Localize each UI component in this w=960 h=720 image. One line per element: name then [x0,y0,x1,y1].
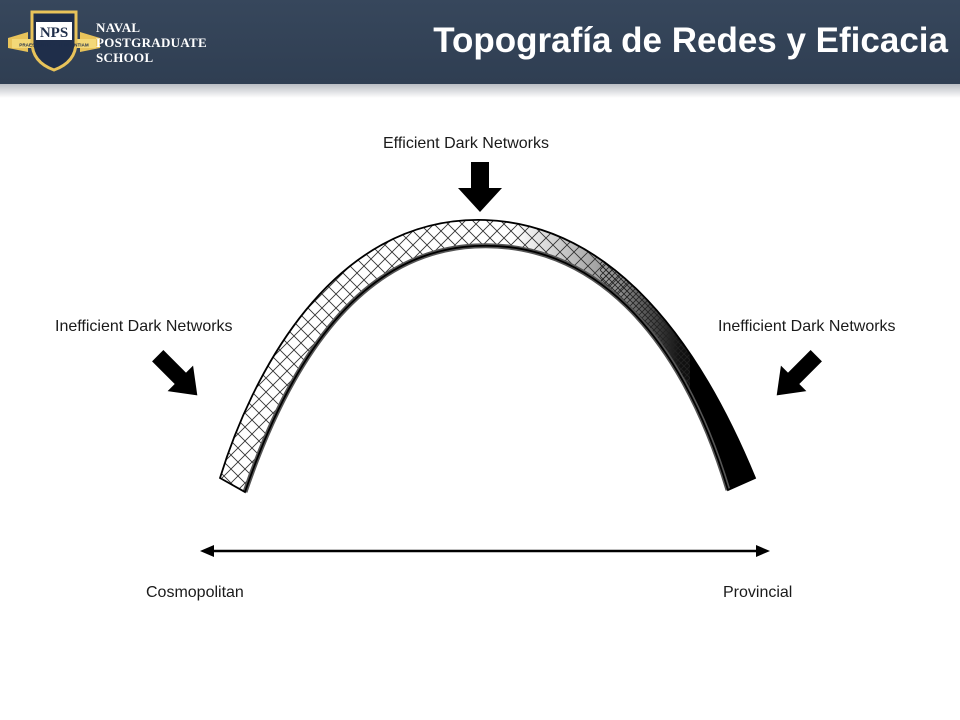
left-label: Inefficient Dark Networks [55,318,233,335]
logo-emblem: NPS [40,25,68,41]
logo-line-1: NAVAL [96,20,141,35]
nps-shield-icon: NPS PRAESTANTIA PER SCIENTIAM [8,10,100,72]
right-arrow-icon [776,350,822,396]
nps-logo: NPS PRAESTANTIA PER SCIENTIAM [6,8,216,74]
top-arrow-icon [458,162,502,212]
axis-right-label: Provincial [723,584,793,601]
spectrum-axis [200,545,770,557]
slide-title: Topografía de Redes y Eficacia [433,21,948,60]
slide-header [0,0,960,84]
arch-shape [218,219,757,494]
axis-left-label: Cosmopolitan [146,584,244,601]
logo-line-3: SCHOOL [96,50,154,65]
logo-motto: PRAESTANTIA PER SCIENTIAM [19,43,89,48]
right-label: Inefficient Dark Networks [718,318,896,335]
logo-line-2: POSTGRADUATE [96,35,207,50]
top-label: Efficient Dark Networks [383,135,549,152]
header-shadow [0,84,960,98]
logo-wordmark: NAVAL POSTGRADUATE SCHOOL [96,20,207,65]
left-arrow-icon [152,350,198,396]
